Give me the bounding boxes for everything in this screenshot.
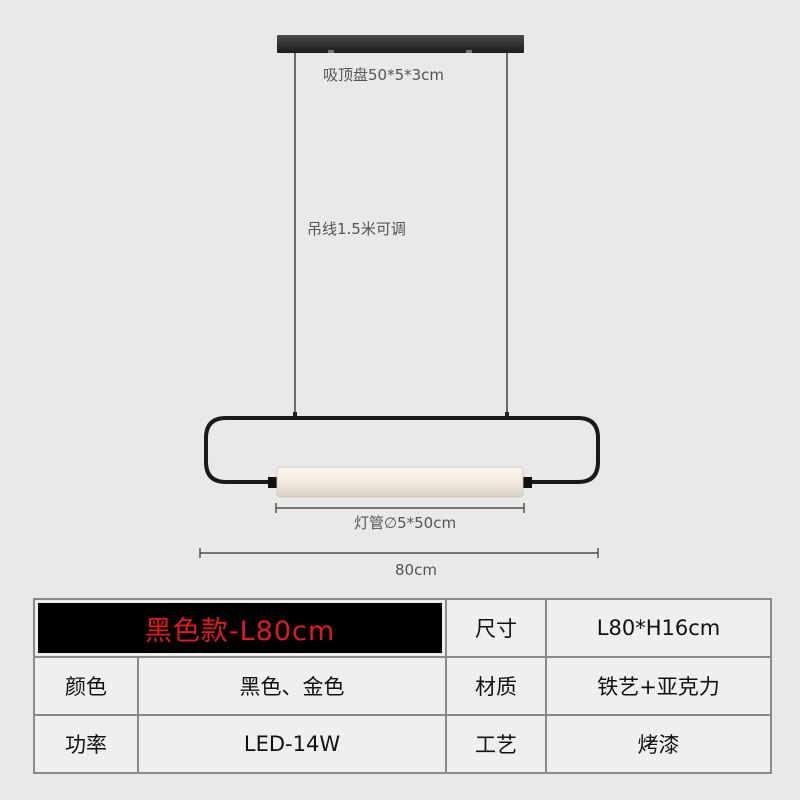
- table-row: 黑色款-L80cm 尺寸 L80*H16cm: [32, 598, 773, 658]
- light-tube: [276, 466, 524, 498]
- material-label: 材质: [445, 656, 548, 716]
- width-dimension-label: 80cm: [395, 561, 437, 579]
- color-value: 黑色、金色: [136, 656, 448, 716]
- table-row: 颜色 黑色、金色 材质 铁艺+亚克力: [33, 656, 773, 716]
- table-row: 功率 LED-14W 工艺 烤漆: [33, 714, 773, 774]
- canopy-dimension-label: 吸顶盘50*5*3cm: [323, 66, 445, 84]
- tube-dimension-label: 灯管∅5*50cm: [354, 514, 457, 532]
- finish-label: 工艺: [445, 714, 548, 774]
- power-label: 功率: [33, 714, 139, 774]
- ceiling-canopy: [277, 35, 524, 53]
- spec-table: 黑色款-L80cm 尺寸 L80*H16cm 颜色 黑色、金色 材质 铁艺+亚克…: [32, 598, 773, 774]
- finish-value: 烤漆: [545, 714, 773, 774]
- material-value: 铁艺+亚克力: [545, 656, 773, 716]
- color-label: 颜色: [33, 656, 139, 716]
- size-value: L80*H16cm: [545, 598, 773, 658]
- model-cell: 黑色款-L80cm: [32, 598, 448, 658]
- lamp-frame: [204, 416, 600, 484]
- lamp-diagram: [199, 35, 600, 558]
- wire-length-label: 吊线1.5米可调: [307, 220, 406, 238]
- size-label: 尺寸: [445, 598, 548, 658]
- model-name: 黑色款-L80cm: [38, 603, 443, 653]
- power-value: LED-14W: [136, 714, 448, 774]
